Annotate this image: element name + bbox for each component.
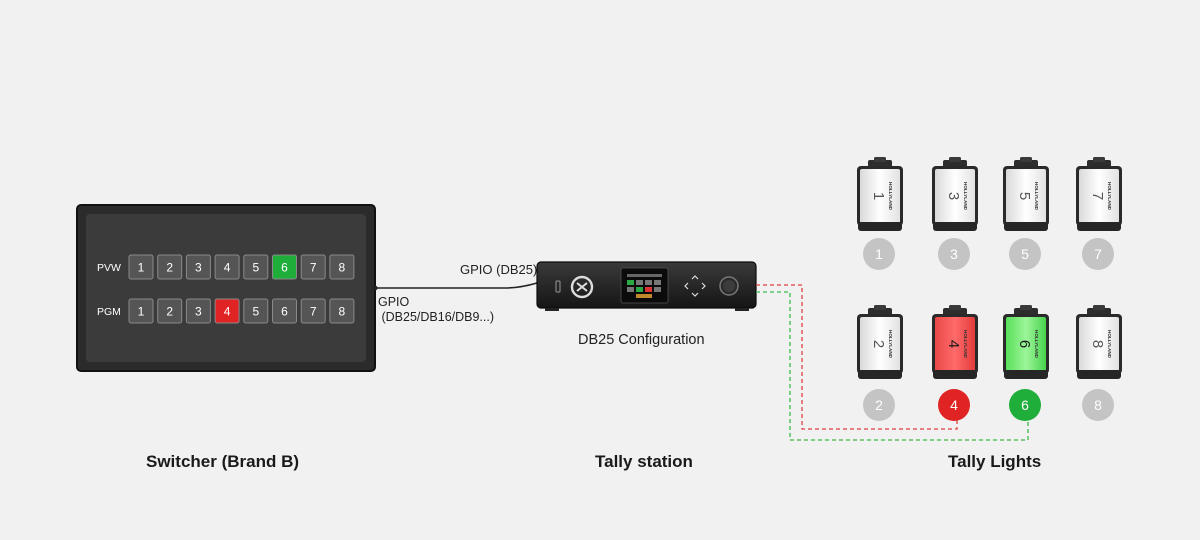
pvw-button-7[interactable]: 7	[300, 254, 326, 280]
tally-brand-label: HOLLYLAND	[1107, 182, 1112, 211]
tally-indicator-5: 5	[1009, 238, 1041, 270]
usb-port	[555, 280, 561, 293]
pvw-button-label: 4	[224, 261, 231, 275]
pgm-button-label: 5	[252, 305, 259, 319]
pgm-button-8[interactable]: 8	[329, 298, 355, 324]
tally-body-number: 6	[1016, 340, 1033, 348]
pvw-button-label: 7	[310, 261, 317, 275]
pgm-button-label: 3	[195, 305, 202, 319]
tally-body-number: 5	[1016, 192, 1033, 200]
pvw-button-6[interactable]: 6	[272, 254, 297, 280]
tally-brand-label: HOLLYLAND	[888, 182, 893, 211]
pgm-label: PGM	[97, 306, 121, 318]
pgm-button-2[interactable]: 2	[157, 298, 183, 324]
pvw-button-3[interactable]: 3	[185, 254, 211, 280]
station-screen	[620, 267, 669, 304]
gpio-station-label: GPIO (DB25)	[460, 262, 538, 277]
pgm-button-label: 8	[339, 305, 346, 319]
tally-indicator-4: 4	[938, 389, 970, 421]
pgm-button-7[interactable]: 7	[300, 298, 326, 324]
tally-brand-label: HOLLYLAND	[888, 330, 893, 359]
tally-brand-label: HOLLYLAND	[1034, 182, 1039, 211]
tally-body-number: 4	[945, 340, 962, 348]
station-logo-icon	[570, 275, 594, 299]
tally-indicator-3: 3	[938, 238, 970, 270]
pvw-button-label: 8	[339, 261, 346, 275]
tally-body-number: 2	[870, 340, 887, 348]
pgm-button-6[interactable]: 6	[272, 298, 297, 324]
pgm-button-label: 1	[138, 305, 145, 319]
tally-indicator-label: 5	[1021, 246, 1029, 262]
pvw-button-4[interactable]: 4	[214, 254, 240, 280]
tally-indicator-label: 8	[1094, 397, 1102, 413]
tally-indicator-6: 6	[1009, 389, 1041, 421]
tally-indicator-label: 2	[875, 397, 883, 413]
pvw-button-1[interactable]: 1	[128, 254, 154, 280]
pgm-button-label: 6	[281, 305, 288, 319]
tally-station-device	[536, 261, 757, 311]
pvw-button-label: 3	[195, 261, 202, 275]
tally-station-caption: Tally station	[595, 452, 693, 471]
program-signal-wire	[756, 284, 958, 430]
tally-body-number: 8	[1089, 340, 1106, 348]
pgm-button-3[interactable]: 3	[185, 298, 211, 324]
tally-indicator-2: 2	[863, 389, 895, 421]
tally-brand-label: HOLLYLAND	[963, 330, 968, 359]
navigation-arrows-icon	[684, 275, 706, 297]
preview-signal-wire	[756, 291, 1029, 441]
pvw-button-label: 2	[166, 261, 173, 275]
pvw-button-label: 5	[252, 261, 259, 275]
pgm-button-1[interactable]: 1	[128, 298, 154, 324]
switcher-caption: Switcher (Brand B)	[146, 452, 300, 471]
pgm-button-label: 4	[224, 305, 231, 319]
pvw-button-8[interactable]: 8	[329, 254, 355, 280]
pvw-button-row: 1 2 3 4 5 6 7 8	[128, 254, 355, 280]
switcher-device: 1 2 3 4 5 6 7 8 1 2 3 4 5 6 7 8 PVW PGM	[76, 204, 376, 372]
tally-indicator-7: 7	[1082, 238, 1114, 270]
tally-brand-label: HOLLYLAND	[963, 182, 968, 211]
pgm-button-row: 1 2 3 4 5 6 7 8	[128, 298, 355, 324]
tally-body-number: 7	[1089, 192, 1106, 200]
pvw-button-label: 6	[281, 261, 288, 275]
tally-brand-label: HOLLYLAND	[1034, 330, 1039, 359]
tally-body-number: 1	[870, 192, 887, 200]
tally-indicator-label: 1	[875, 246, 883, 262]
pgm-button-5[interactable]: 5	[243, 298, 269, 324]
tally-indicator-8: 8	[1082, 389, 1114, 421]
control-knob-icon	[719, 276, 739, 296]
pgm-button-label: 7	[310, 305, 317, 319]
tally-indicator-label: 4	[950, 397, 958, 413]
pvw-button-2[interactable]: 2	[157, 254, 183, 280]
tally-body-number: 3	[945, 192, 962, 200]
tally-indicator-label: 6	[1021, 397, 1029, 413]
tally-brand-label: HOLLYLAND	[1107, 330, 1112, 359]
pgm-button-4[interactable]: 4	[214, 298, 240, 324]
tally-indicator-label: 7	[1094, 246, 1102, 262]
tally-indicator-label: 3	[950, 246, 958, 262]
pvw-label: PVW	[97, 262, 121, 274]
gpio-switcher-label: GPIO (DB25/DB16/DB9...)	[378, 295, 495, 324]
pvw-button-5[interactable]: 5	[243, 254, 269, 280]
gpio-cable	[375, 282, 538, 289]
tally-indicator-1: 1	[863, 238, 895, 270]
pvw-button-label: 1	[138, 261, 145, 275]
pgm-button-label: 2	[166, 305, 173, 319]
tally-lights-caption: Tally Lights	[948, 452, 1042, 471]
db25-configuration-label: DB25 Configuration	[578, 332, 705, 348]
